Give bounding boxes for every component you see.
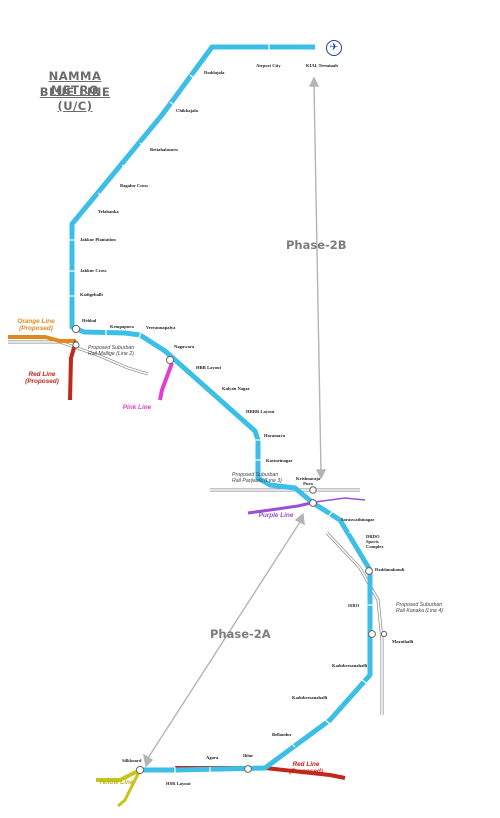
station-hebbal: Hebbal: [82, 318, 97, 323]
orange-line-label: Orange Line (Proposed): [17, 318, 55, 332]
station-bellandur: Bellandur: [272, 732, 292, 737]
phase-arrows: [143, 76, 327, 768]
purple-line: [247, 500, 316, 515]
station-hbr-layout: HBR Layout: [196, 365, 222, 370]
station-iblur: Iblur: [243, 753, 254, 758]
airplane-icon: ✈: [326, 40, 342, 56]
station-silkboard: Silkboard: [122, 758, 142, 763]
station-kempapura: Kempapura: [110, 324, 134, 329]
suburban-line-2-note: Proposed Suburban Rail Mallige (Line 2): [88, 345, 135, 357]
yellow-line-label: Yellow Line: [98, 779, 134, 786]
red-line-south-label: Red Line (Proposed): [289, 761, 323, 775]
yellow-line-branch: [117, 769, 142, 808]
suburban-rail-lines: [8, 340, 384, 715]
map-subtitle: BLUE LINE (U/C): [39, 85, 111, 113]
suburban-line-3-note: Proposed Suburban Rail Parijaata (Line 3…: [232, 472, 282, 484]
station-kial: KIAL Terminals: [306, 63, 339, 68]
station-veerannapalya: Veerannapalya: [146, 325, 176, 330]
station-drdo: DRDO Sports Complex: [366, 534, 384, 549]
station-isro: ISRO: [348, 603, 360, 608]
station-horamavu: Horamavu: [264, 433, 286, 438]
phase-2a-label: Phase-2A: [210, 627, 271, 641]
station-hrbr-layout: HRBR Layout: [246, 409, 275, 414]
station-kodigehalli: Kodigehalli: [80, 292, 103, 297]
station-saraswathinagar: Saraswathinagar: [341, 517, 375, 522]
red-line-north-label: Red Line (Proposed): [25, 371, 59, 385]
station-kasturinagar: Kasturinagar: [266, 458, 293, 463]
station-yelahanka: Yelahanka: [98, 209, 119, 214]
purple-line-label: Purple Line: [258, 512, 294, 519]
orange-line: [8, 335, 76, 343]
station-bettahalasuru: Bettahalasuru: [150, 147, 178, 152]
phase-2b-label: Phase-2B: [286, 238, 347, 252]
suburban-line-4: [325, 531, 384, 715]
blue-line: [69, 44, 373, 773]
suburban-line-4-note: Proposed Suburban Rail Kanaka (Line 4): [396, 602, 444, 614]
station-jakkur-cross: Jakkur Cross: [80, 268, 107, 273]
map-title: NAMMA METRO: [48, 69, 102, 97]
station-kalyan-nagar: Kalyan Nagar: [222, 386, 250, 391]
station-doddajala: Doddajala: [204, 70, 225, 75]
station-ticks: [69, 44, 373, 773]
suburban-rail-inner: [8, 341, 383, 715]
station-agara: Agara: [206, 755, 219, 760]
interchange-stations: [71, 324, 388, 775]
yellow-line: [96, 768, 141, 782]
station-bagalur-cross: Bagalur Cross: [120, 183, 149, 188]
red-line-north: [68, 340, 78, 401]
station-kadubeesanahalli: Kadubeesanahalli: [332, 663, 368, 668]
station-chikkajala: Chikkajala: [176, 108, 198, 113]
station-krishnaraja-pura: Krishnaraja Pura: [296, 476, 321, 486]
station-kodibeesanahalli: Kadubeesanahalli: [292, 695, 328, 700]
pink-line: [158, 362, 174, 401]
pink-line-label: Pink Line: [122, 404, 152, 411]
station-hsr-layout: HSR Layout: [166, 781, 191, 786]
station-marathalli: Marathalli: [392, 639, 414, 644]
station-airport-city: Airport City: [256, 63, 281, 68]
station-jakkur-plantation: Jakkur Plantation: [80, 237, 116, 242]
station-doddanakundi: Doddanakundi: [375, 567, 405, 572]
purple-line-branch: [314, 497, 366, 503]
station-nagawara: Nagawara: [174, 344, 195, 349]
